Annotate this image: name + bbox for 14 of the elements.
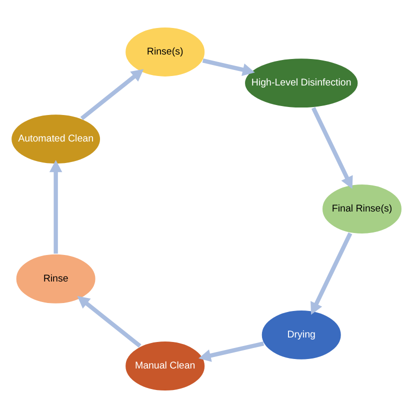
node-ellipse: High-Level Disinfection [244,57,360,109]
arrow [80,69,144,120]
node-ellipse: Manual Clean [124,340,206,392]
node-ellipse: Rinse(s) [124,26,206,78]
node-ellipse: Final Rinse(s) [321,183,403,235]
arrow [198,342,264,362]
arrow [77,296,142,348]
node-ellipse: Drying [260,309,342,361]
arrow [202,58,255,76]
node-ellipse: Automated Clean [10,113,102,165]
arrow [311,107,353,189]
arrow [49,160,62,254]
node-ellipse: Rinse [14,253,97,305]
arrow [310,232,352,315]
